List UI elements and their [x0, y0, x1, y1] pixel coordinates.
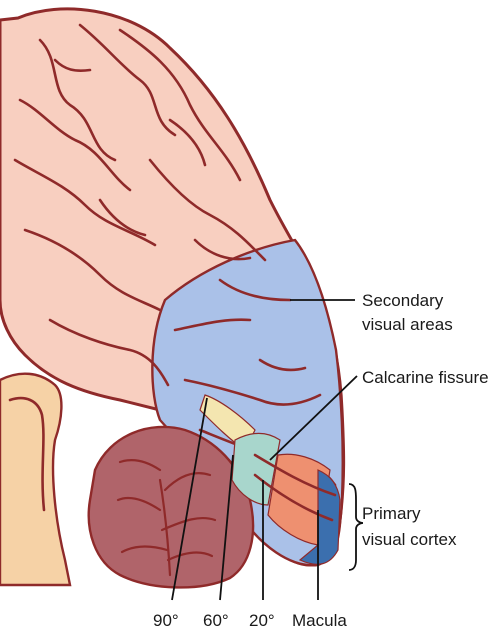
label-90-degree: 90°: [153, 611, 179, 630]
label-primary-line2: visual cortex: [362, 530, 457, 549]
label-60-degree: 60°: [203, 611, 229, 630]
label-primary-line1: Primary: [362, 504, 421, 523]
label-20-degree: 20°: [249, 611, 275, 630]
primary-brace: [349, 484, 363, 570]
label-macula: Macula: [292, 611, 347, 630]
brainstem: [0, 374, 70, 585]
label-calcarine-fissure: Calcarine fissure: [362, 368, 489, 387]
label-secondary-line2: visual areas: [362, 315, 453, 334]
label-secondary-line1: Secondary: [362, 291, 444, 310]
